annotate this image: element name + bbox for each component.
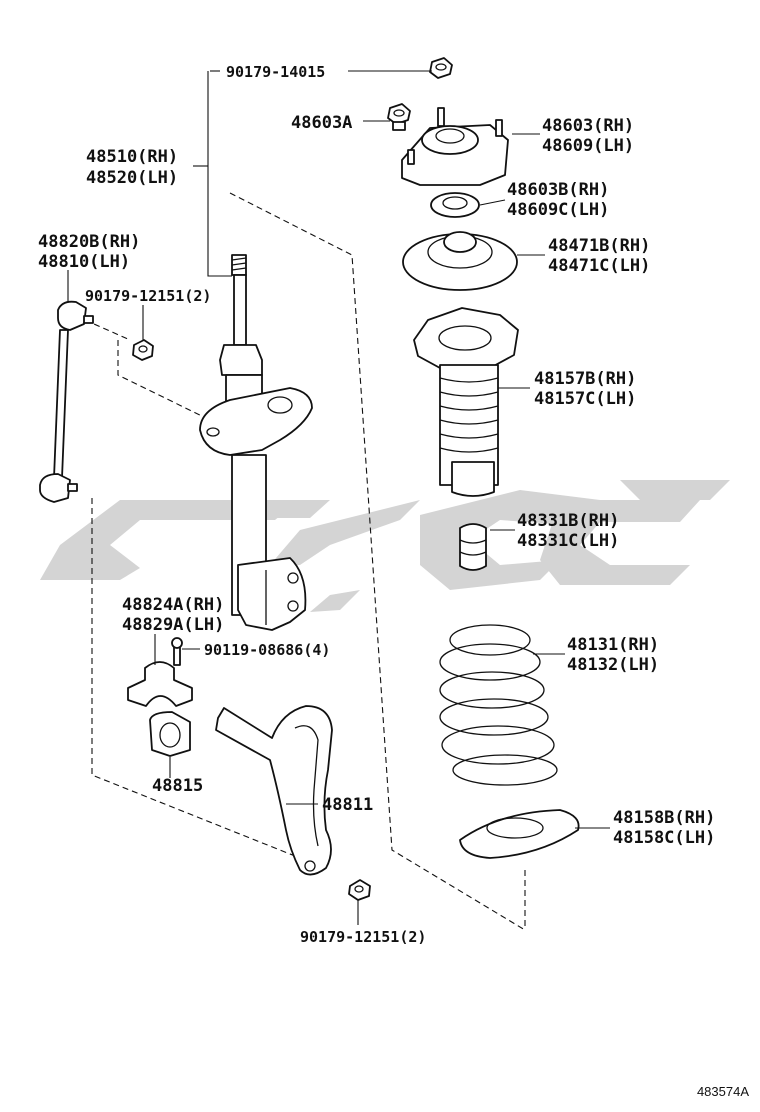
label-link-lh: 48810(LH) bbox=[38, 252, 130, 272]
mount-nut bbox=[387, 103, 411, 131]
label-bumper-rh: 48331B(RH) bbox=[517, 511, 619, 531]
label-bracket-rh: 48824A(RH) bbox=[122, 595, 224, 615]
upper-support-mount bbox=[401, 107, 509, 186]
stabilizer-bushing bbox=[149, 711, 191, 757]
assembly-guide-lines bbox=[84, 192, 526, 931]
coil-spring bbox=[439, 624, 558, 786]
label-bottom-nut: 90179-12151(2) bbox=[300, 928, 426, 946]
bushing-bracket bbox=[127, 637, 193, 707]
dust-boot bbox=[413, 307, 519, 497]
watermark-logo bbox=[40, 480, 730, 612]
label-link-nut: 90179-12151(2) bbox=[85, 287, 211, 305]
part-labels: 90179-14015 48603A 48510(RH) 48520(LH) 4… bbox=[38, 63, 749, 1099]
label-bushing: 48815 bbox=[152, 776, 203, 796]
stabilizer-bar bbox=[215, 705, 333, 876]
bearing bbox=[430, 192, 480, 218]
label-bolt: 90119-08686(4) bbox=[204, 641, 330, 659]
label-bracket-lh: 48829A(LH) bbox=[122, 615, 224, 635]
label-stabilizer-bar: 48811 bbox=[322, 795, 373, 815]
label-bumper-lh: 48331C(LH) bbox=[517, 531, 619, 551]
label-spring-rh: 48131(RH) bbox=[567, 635, 659, 655]
bump-stopper bbox=[459, 523, 487, 571]
label-nut-48603a: 48603A bbox=[291, 113, 352, 133]
shock-absorber bbox=[199, 254, 313, 631]
stabilizer-link bbox=[39, 300, 94, 503]
label-strut-lh: 48520(LH) bbox=[86, 168, 178, 188]
label-bearing-rh: 48603B(RH) bbox=[507, 180, 609, 200]
label-spring-lh: 48132(LH) bbox=[567, 655, 659, 675]
upper-spring-seat bbox=[402, 231, 518, 291]
label-upper-seat-rh: 48471B(RH) bbox=[548, 236, 650, 256]
label-strut-rh: 48510(RH) bbox=[86, 147, 178, 167]
label-upper-seat-lh: 48471C(LH) bbox=[548, 256, 650, 276]
leader-lines bbox=[67, 70, 610, 925]
label-lower-seat-rh: 48158B(RH) bbox=[613, 808, 715, 828]
lower-spring-insulator bbox=[459, 809, 580, 859]
label-boot-lh: 48157C(LH) bbox=[534, 389, 636, 409]
label-mount-rh: 48603(RH) bbox=[542, 116, 634, 136]
label-link-rh: 48820B(RH) bbox=[38, 232, 140, 252]
label-boot-rh: 48157B(RH) bbox=[534, 369, 636, 389]
bottom-nut bbox=[348, 879, 371, 901]
label-lower-seat-lh: 48158C(LH) bbox=[613, 828, 715, 848]
label-nut-top: 90179-14015 bbox=[226, 63, 325, 81]
link-nut bbox=[132, 339, 154, 361]
label-mount-lh: 48609(LH) bbox=[542, 136, 634, 156]
top-nut bbox=[429, 57, 453, 79]
figure-number: 483574A bbox=[697, 1084, 749, 1099]
label-bearing-lh: 48609C(LH) bbox=[507, 200, 609, 220]
